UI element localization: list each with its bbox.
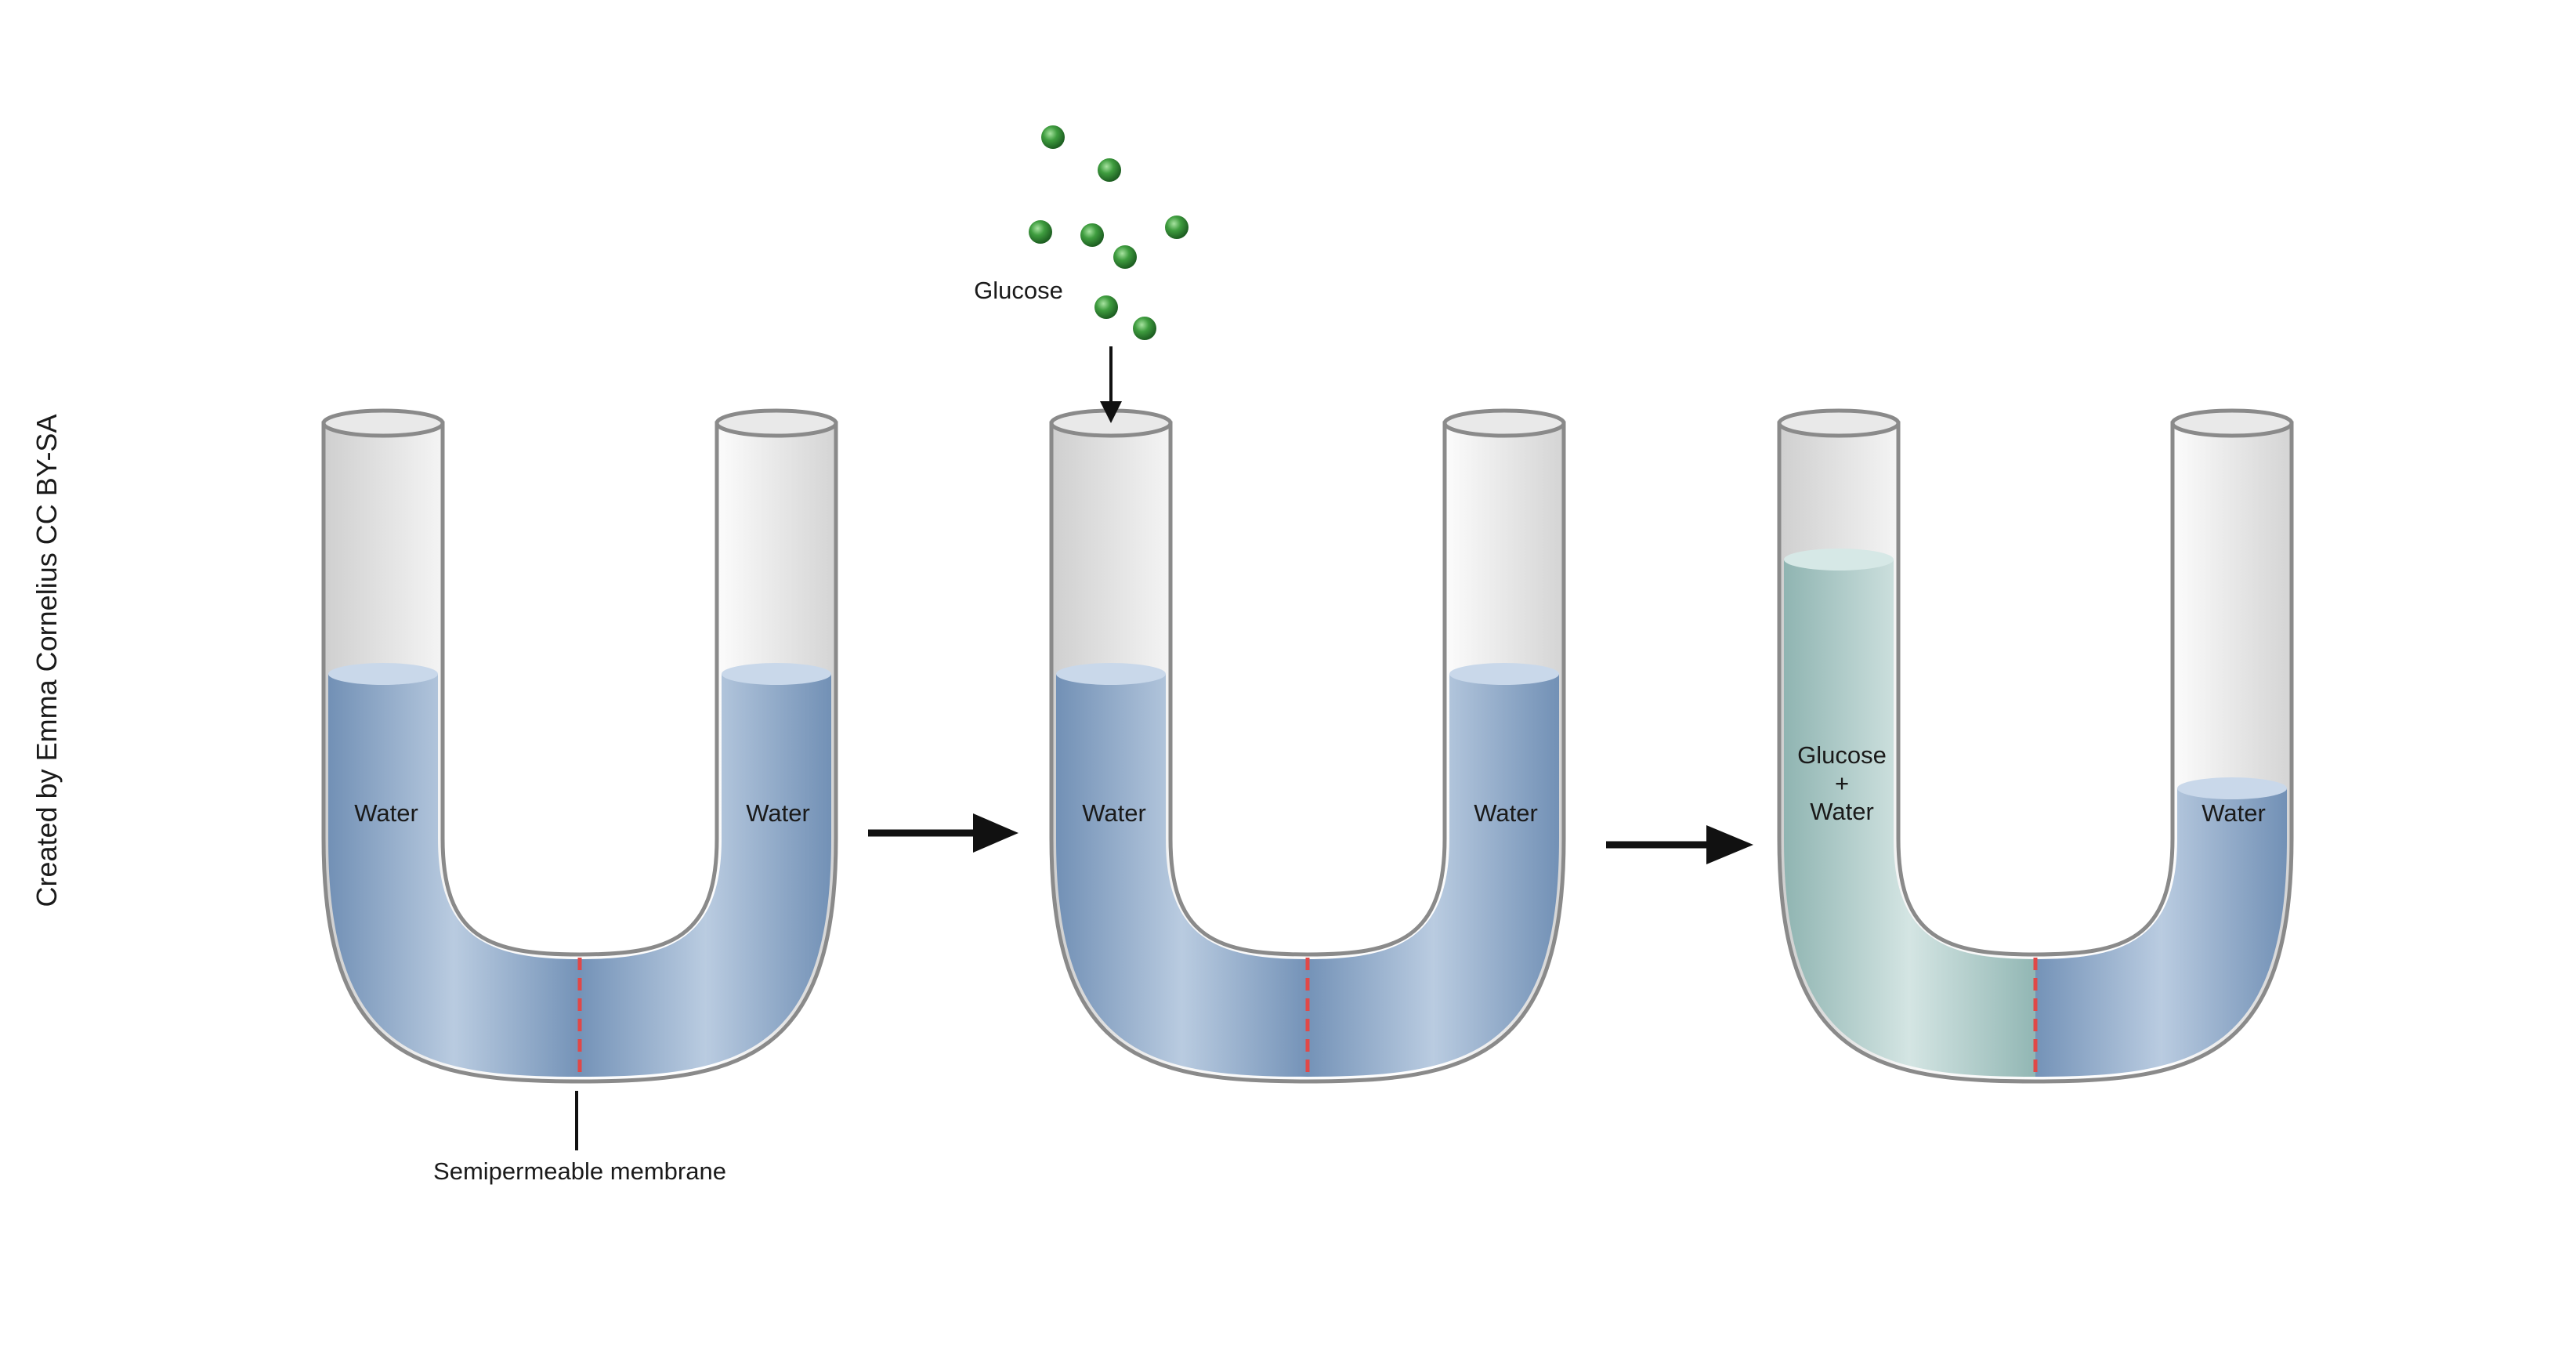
glucose-label: Glucose xyxy=(974,277,1063,304)
glucose-arrow xyxy=(1100,346,1122,423)
glucose-molecule xyxy=(1133,317,1156,340)
left_label-line-0: Water xyxy=(1082,799,1146,827)
right_label-line-0: Water xyxy=(2202,799,2266,827)
u-tube-stage-2: Water Water xyxy=(1049,408,1566,1084)
left_label-line-1: + xyxy=(1835,770,1849,797)
right-meniscus xyxy=(722,663,831,685)
glucose-molecules xyxy=(1029,125,1189,340)
right-liquid xyxy=(2035,788,2287,1077)
glucose-molecule xyxy=(1094,295,1118,319)
left-liquid xyxy=(1056,674,1308,1077)
right_label-line-0: Water xyxy=(1474,799,1538,827)
glucose-molecule xyxy=(1098,158,1121,182)
left-liquid xyxy=(328,674,580,1077)
credit-text: Created by Emma Cornelius CC BY-SA xyxy=(31,415,63,907)
left_label-line-0: Glucose xyxy=(1797,741,1887,769)
glucose-molecule xyxy=(1113,245,1137,269)
glucose-molecule xyxy=(1041,125,1065,149)
right-liquid xyxy=(1308,674,1559,1077)
right-meniscus xyxy=(1449,663,1559,685)
left_label-line-0: Water xyxy=(354,799,418,827)
left-tube-mouth xyxy=(321,408,445,438)
right-tube-mouth xyxy=(715,408,838,438)
membrane-label: Semipermeable membrane xyxy=(433,1157,726,1185)
u-tube-stage-1: Water Water xyxy=(321,408,838,1084)
right-liquid xyxy=(580,674,831,1077)
arrow-stage-1-to-2 xyxy=(868,813,1018,853)
glucose-molecule xyxy=(1165,216,1189,239)
left-meniscus xyxy=(328,663,438,685)
right_label-line-0: Water xyxy=(746,799,810,827)
glucose-molecule xyxy=(1080,223,1104,247)
left-tube-mouth xyxy=(1777,408,1901,438)
right-tube-mouth xyxy=(2170,408,2294,438)
left_label-line-2: Water xyxy=(1810,798,1874,825)
left-meniscus xyxy=(1056,663,1166,685)
arrow-stage-2-to-3 xyxy=(1606,825,1753,864)
right-meniscus xyxy=(2177,777,2287,799)
left-meniscus xyxy=(1784,549,1894,570)
right-tube-mouth xyxy=(1442,408,1566,438)
glucose-molecule xyxy=(1029,220,1052,244)
left-liquid xyxy=(1784,560,2035,1077)
